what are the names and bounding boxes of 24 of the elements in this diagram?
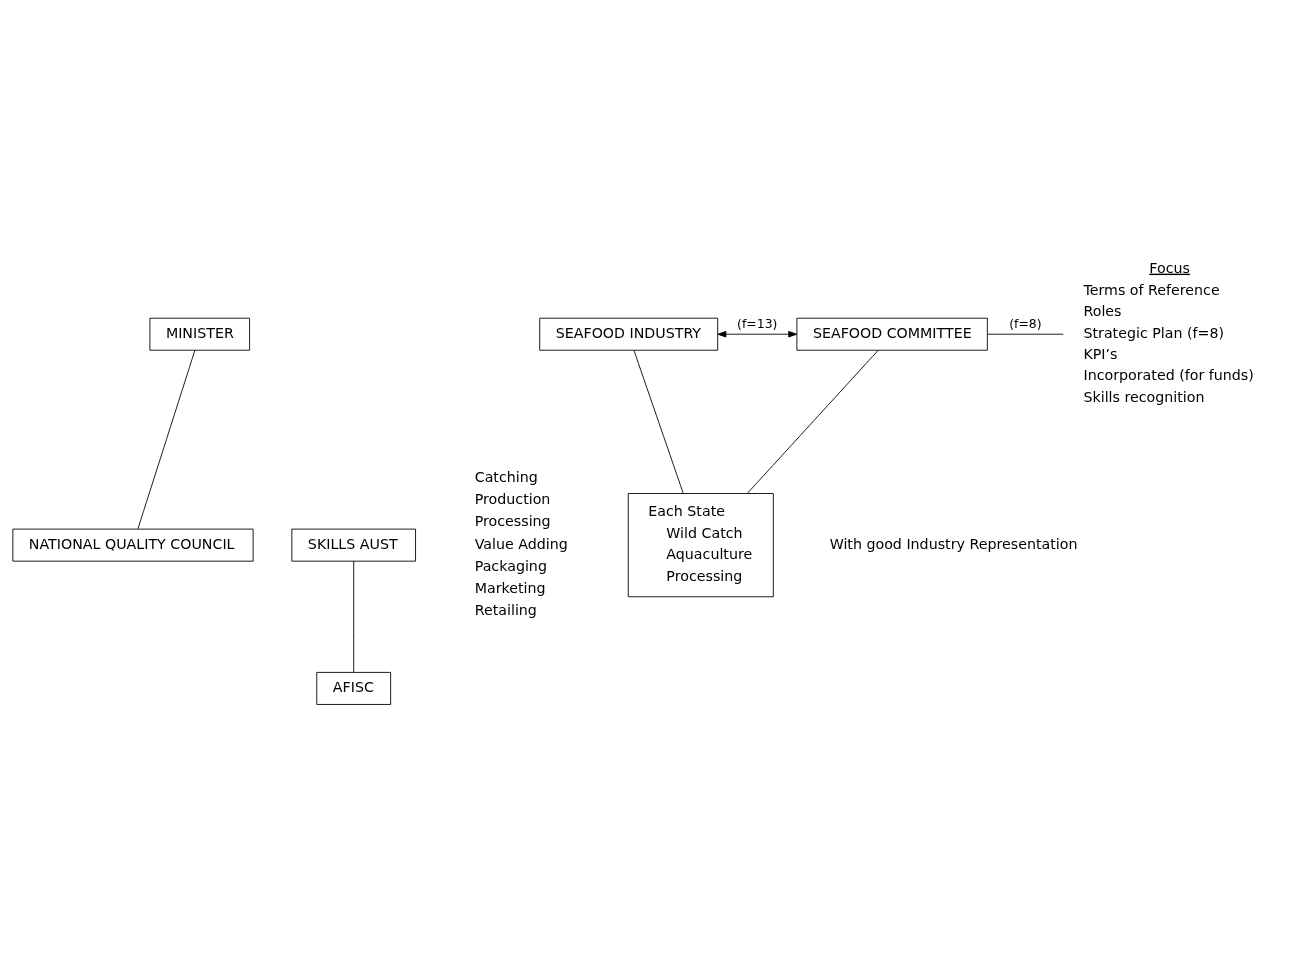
edge-label: (f=13) (737, 315, 778, 331)
label: Production (474, 490, 551, 507)
connector (353, 560, 355, 672)
node-box: SEAFOOD COMMITTEE (796, 317, 988, 351)
node-box: Each State Wild Catch Aquaculture Processing (627, 492, 774, 597)
node-box: AFISC (316, 671, 392, 705)
connector (746, 349, 879, 494)
arrow (717, 330, 798, 337)
edge-label: (f=8) (1009, 315, 1042, 331)
label: Value Adding (474, 535, 568, 552)
label: Marketing (474, 579, 546, 596)
label: Processing (474, 512, 551, 529)
node-text: Focus Terms of Reference Roles Strategic Plan (f=8) KPI’s Incorporated (for funds) Skills recognition (1083, 259, 1254, 405)
label: With good Industry Representation (829, 535, 1078, 552)
connector (987, 333, 1064, 335)
label: Retailing (474, 601, 537, 618)
node-box: SEAFOOD INDUSTRY (539, 317, 719, 351)
connector (137, 349, 196, 529)
node-box: MINISTER (149, 317, 251, 351)
connector (633, 349, 684, 494)
label: Catching (474, 468, 538, 485)
label: Packaging (474, 557, 547, 574)
node-box: NATIONAL QUALITY COUNCIL (12, 528, 254, 562)
node-box: SKILLS AUST (291, 528, 416, 562)
